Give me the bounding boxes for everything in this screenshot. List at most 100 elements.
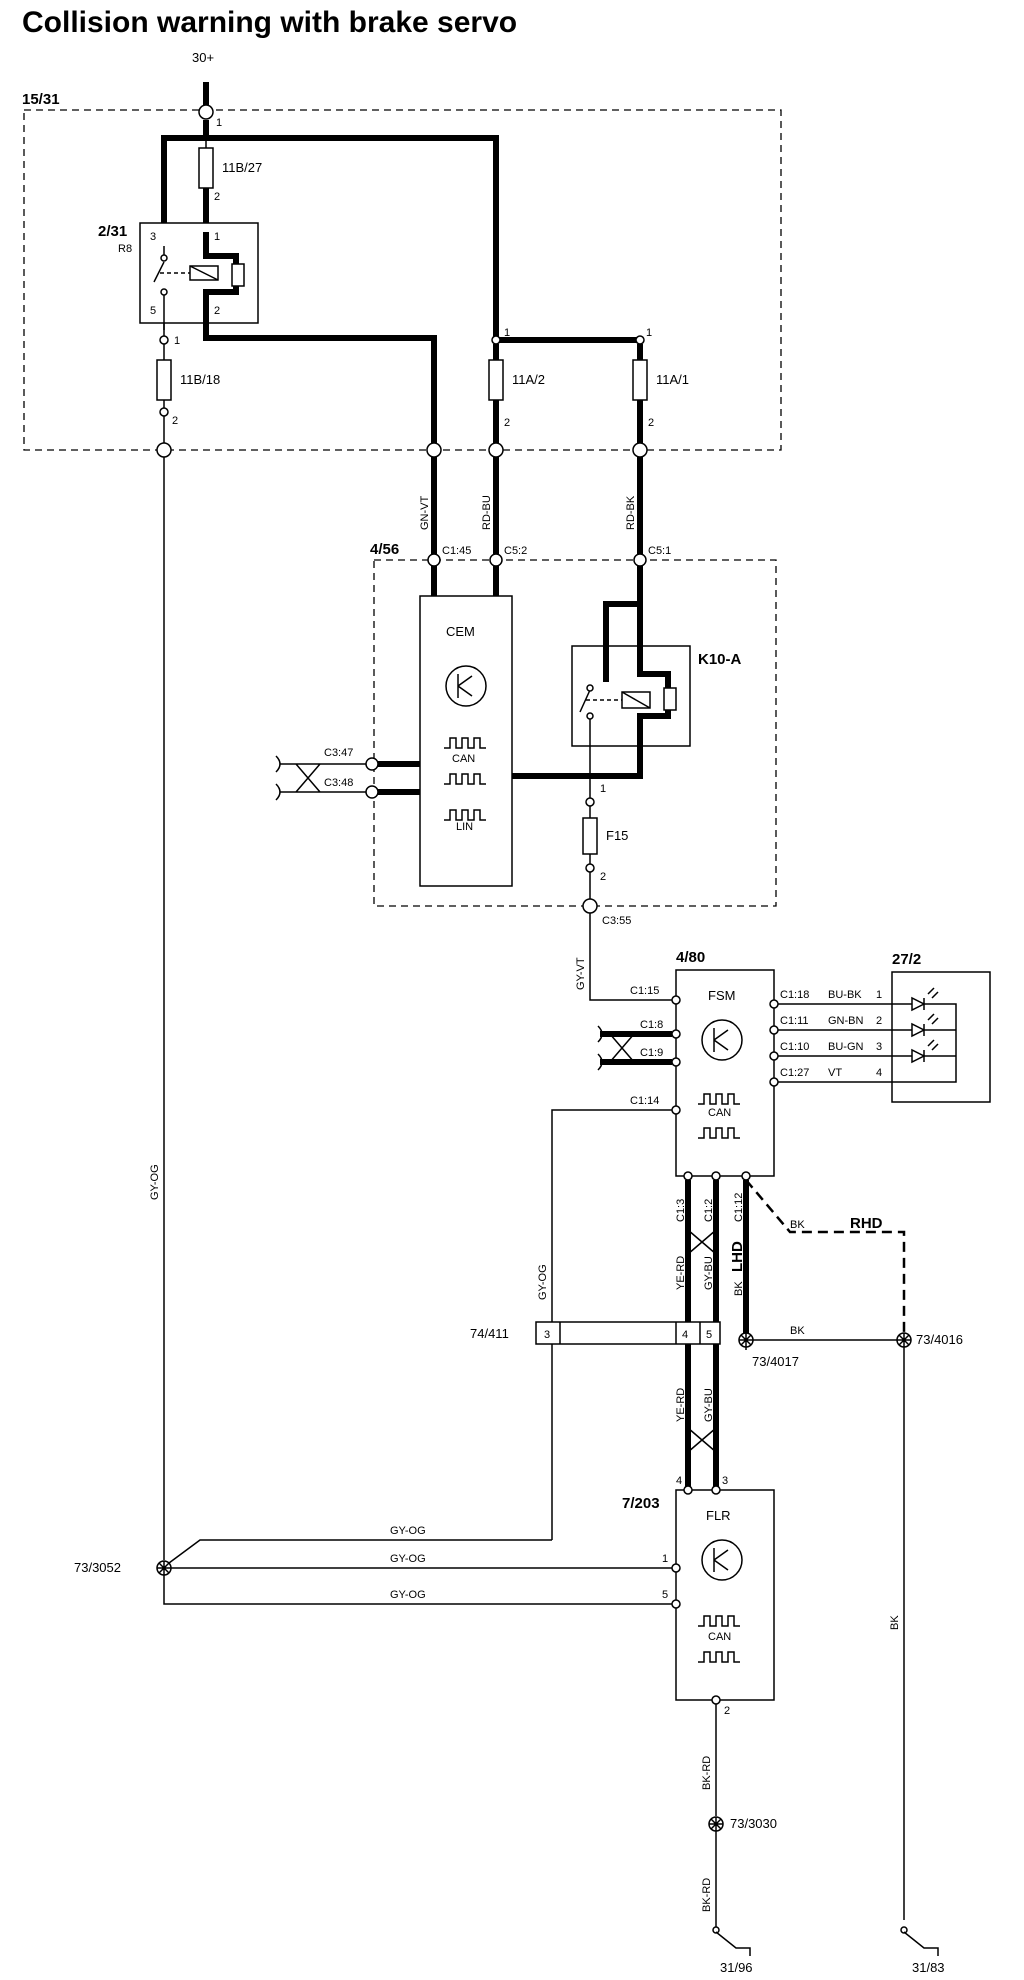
fsm-id-label: 4/80 (676, 949, 705, 966)
svg-text:2: 2 (172, 415, 178, 427)
svg-text:GY-BU: GY-BU (703, 1388, 715, 1422)
fsm-led-connections: C1:18 BU-BK 1 C1:11 GN-BN 2 C1:10 BU-GN … (769, 989, 892, 1087)
fuse-11a2 (488, 359, 504, 401)
svg-text:CAN: CAN (452, 753, 475, 765)
cem-name: CEM (446, 624, 475, 639)
svg-text:LIN: LIN (456, 821, 473, 833)
earth-31-83 (900, 1926, 939, 1956)
can-wave-icon (444, 737, 486, 749)
svg-text:C1:10: C1:10 (780, 1041, 809, 1053)
svg-text:5: 5 (662, 1589, 668, 1601)
svg-text:4: 4 (682, 1329, 688, 1341)
svg-text:C1:14: C1:14 (630, 1095, 659, 1107)
svg-text:BU-GN: BU-GN (828, 1041, 864, 1053)
wire-label-gn-vt: GN-VT (419, 496, 431, 531)
svg-text:5: 5 (706, 1329, 712, 1341)
connector-point (426, 442, 442, 458)
connector-point (488, 442, 504, 458)
fuse-11b18 (156, 359, 172, 401)
ground-73-4016-label: 73/4016 (916, 1332, 963, 1347)
flr-id-label: 7/203 (622, 1495, 660, 1512)
svg-text:C1:27: C1:27 (780, 1067, 809, 1079)
svg-text:2: 2 (214, 305, 220, 317)
svg-text:3: 3 (876, 1041, 882, 1053)
fuse-11b18-label: 11B/18 (180, 372, 220, 387)
svg-text:GY-OG: GY-OG (390, 1589, 426, 1601)
fuse-11a1-label: 11A/1 (656, 372, 689, 387)
fuse-box-label: 15/31 (22, 91, 60, 108)
splice-73-3052-label: 73/3052 (74, 1560, 121, 1575)
cem-module (419, 595, 513, 887)
led-unit-id: 27/2 (892, 951, 921, 968)
cem-area-label: 4/56 (370, 541, 399, 558)
svg-text:GY-OG: GY-OG (390, 1553, 426, 1565)
lhd-label: LHD (729, 1241, 746, 1272)
wire-label-gy-og-left: GY-OG (149, 1164, 161, 1200)
svg-text:YE-RD: YE-RD (675, 1388, 687, 1422)
lin-wave-icon (444, 809, 486, 821)
svg-text:1: 1 (216, 117, 222, 129)
can-wave-icon (698, 1093, 740, 1105)
connector-point (632, 442, 648, 458)
svg-text:BK: BK (790, 1219, 805, 1231)
k10a-label: K10-A (698, 651, 742, 668)
svg-text:1: 1 (600, 783, 606, 795)
svg-text:2: 2 (876, 1015, 882, 1027)
svg-text:C1:11: C1:11 (780, 1015, 809, 1027)
ground-73-4017 (738, 1332, 754, 1348)
svg-text:C1:15: C1:15 (630, 985, 659, 997)
wire-label-rd-bk: RD-BK (625, 495, 637, 530)
svg-text:C3:48: C3:48 (324, 777, 353, 789)
top-bus-wire (161, 135, 499, 340)
svg-text:2: 2 (504, 417, 510, 429)
svg-text:GN-BN: GN-BN (828, 1015, 864, 1027)
svg-text:C3:47: C3:47 (324, 747, 353, 759)
svg-text:4: 4 (876, 1067, 882, 1079)
fuse-f15-label: F15 (606, 828, 628, 843)
fuse-11a1 (632, 359, 648, 401)
svg-text:2: 2 (214, 191, 220, 203)
svg-text:BU-BK: BU-BK (828, 989, 862, 1001)
earth-31-83-label: 31/83 (912, 1960, 945, 1975)
svg-text:2: 2 (648, 417, 654, 429)
svg-text:4: 4 (676, 1475, 682, 1487)
led-unit-27-2 (891, 971, 991, 1103)
relay-id-label: 2/31 (98, 223, 127, 240)
ground-73-4016 (896, 1332, 912, 1348)
svg-text:2: 2 (724, 1705, 730, 1717)
svg-text:C1:2: C1:2 (703, 1199, 715, 1222)
wire-label-gy-bu: GY-BU (703, 1256, 715, 1290)
fuse-11b27-label: 11B/27 (222, 160, 262, 175)
can-wave-icon (698, 1615, 740, 1627)
splice-73-3052 (156, 1560, 172, 1576)
svg-text:C1:8: C1:8 (640, 1019, 663, 1031)
ground-73-3030-label: 73/3030 (730, 1816, 777, 1831)
transistor-icon (445, 665, 487, 707)
connector-point (156, 442, 172, 458)
wire-label-gy-og-vertical: GY-OG (537, 1264, 549, 1300)
ground-73-3030 (708, 1816, 724, 1832)
rhd-label: RHD (850, 1215, 883, 1232)
fsm-module (675, 969, 775, 1177)
connector-74-411 (535, 1321, 721, 1345)
cem-area-boundary (373, 559, 777, 907)
svg-text:BK-RD: BK-RD (701, 1878, 713, 1912)
svg-text:C1:45: C1:45 (442, 545, 471, 557)
fuse-box-boundary (23, 109, 782, 451)
svg-text:VT: VT (828, 1067, 842, 1079)
fuse-f15 (582, 817, 598, 855)
svg-text:BK: BK (790, 1325, 805, 1337)
svg-text:1: 1 (876, 989, 882, 1001)
svg-text:C5:2: C5:2 (504, 545, 527, 557)
diagram-title: Collision warning with brake servo (22, 6, 517, 39)
transistor-icon (701, 1019, 743, 1061)
flr-name: FLR (706, 1508, 731, 1523)
fuse-11a2-label: 11A/2 (512, 372, 545, 387)
svg-text:CAN: CAN (708, 1631, 731, 1643)
svg-text:1: 1 (504, 327, 510, 339)
svg-text:C3:55: C3:55 (602, 915, 631, 927)
svg-text:3: 3 (150, 231, 156, 243)
earth-31-96 (712, 1926, 751, 1956)
svg-text:C1:18: C1:18 (780, 989, 809, 1001)
relay-name-label: R8 (118, 243, 132, 255)
